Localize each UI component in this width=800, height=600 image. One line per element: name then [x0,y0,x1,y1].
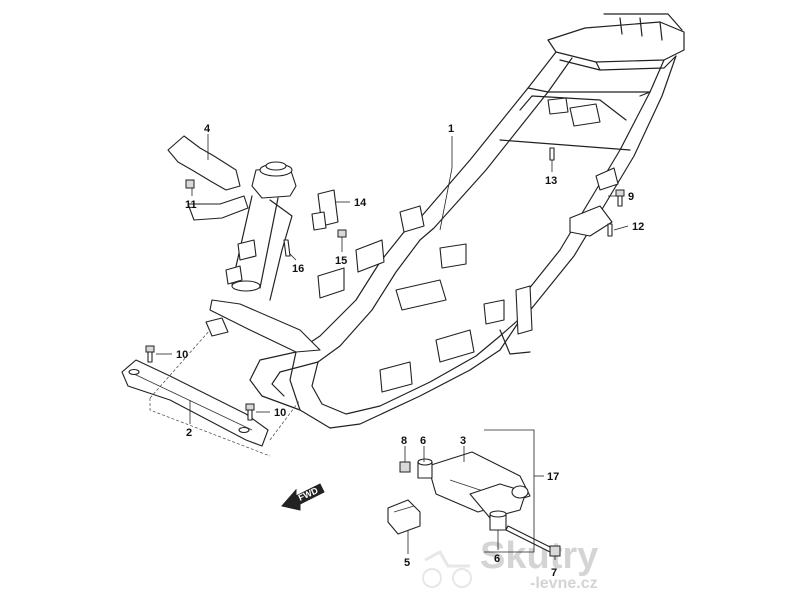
bolt-7 [505,525,561,557]
watermark: Skutry -levne.cz [422,535,598,592]
bolt-16 [283,239,291,257]
fwd-direction-arrow: FWD [281,483,325,511]
callout-labels: 1 2 3 4 5 6 6 7 8 9 10 10 11 12 13 14 15… [176,123,644,579]
engine-hanger-3 [427,451,531,519]
watermark-domain: -levne.cz [530,575,598,592]
callout-10-upper: 10 [176,349,188,361]
bolt-9 [615,189,625,207]
callout-9: 9 [628,191,634,203]
callout-13: 13 [545,175,557,187]
main-frame [205,13,685,429]
callout-2: 2 [186,427,192,439]
nut-8 [399,461,411,473]
callout-5: 5 [404,557,410,569]
scooter-logo-icon [422,549,472,588]
leader-lines [156,134,629,560]
bushing-6-lower [489,510,507,531]
bushing-6-upper [417,458,433,479]
callout-1: 1 [448,123,454,135]
callout-6-upper: 6 [420,435,426,447]
nut-11 [185,179,195,189]
callout-14: 14 [354,197,367,209]
bolt-10-lower [245,403,255,421]
callout-8: 8 [401,435,407,447]
callout-4: 4 [204,123,211,135]
cross-plate-2 [121,329,301,457]
callout-6-lower: 6 [494,553,500,565]
callout-11: 11 [185,199,197,211]
rubber-block-5 [387,499,421,535]
callout-16: 16 [292,263,304,275]
callout-3: 3 [460,435,466,447]
callout-10-lower: 10 [274,407,286,419]
callout-17: 17 [547,471,559,483]
bolt-13 [549,147,555,161]
steering-head [225,161,297,301]
bolt-15 [337,229,347,238]
callout-12: 12 [632,221,644,233]
bolt-10-upper [145,345,155,363]
bolt-12 [607,223,613,237]
callout-15: 15 [335,255,347,267]
bracket-14 [311,189,339,231]
bracket-4 [167,135,249,221]
callout-7: 7 [551,567,557,579]
